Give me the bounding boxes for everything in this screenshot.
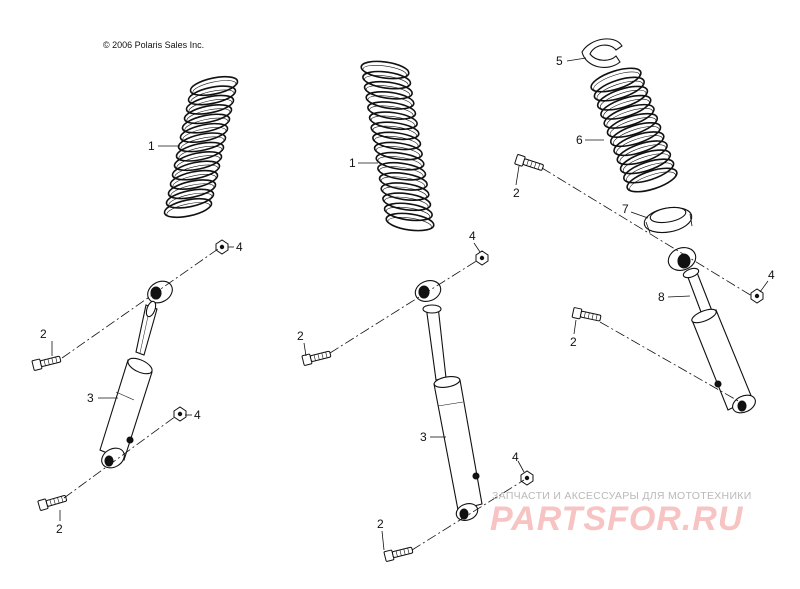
nut-mid-bottom <box>520 470 534 486</box>
nut-left-top <box>215 239 229 255</box>
callout-spring-seat: 7 <box>622 202 629 216</box>
leader-lines <box>51 57 769 551</box>
callout-labels: 1 1 2 2 2 2 2 2 3 3 4 4 4 4 4 5 6 7 8 <box>40 54 775 536</box>
bolt-mid-bottom <box>383 544 414 563</box>
callout-spring-right: 6 <box>576 133 583 147</box>
spring-seat <box>643 206 693 234</box>
callout-shock-mid: 3 <box>420 430 427 444</box>
watermark-brand: PARTSFOR.RU <box>490 500 744 538</box>
shock-left <box>99 280 173 469</box>
nut-left-bottom <box>173 406 187 422</box>
shock-mid <box>414 280 483 521</box>
retainer-clip <box>581 38 623 68</box>
shock-right <box>667 247 756 414</box>
callout-bolt-left-bottom: 2 <box>56 522 63 536</box>
callout-retainer: 5 <box>556 54 563 68</box>
centerlines <box>61 167 753 551</box>
callout-bolt-right-bottom: 2 <box>570 335 577 349</box>
bolt-right-bottom <box>571 306 602 324</box>
nut-mid-top <box>475 250 489 266</box>
callout-shock-left: 3 <box>87 391 94 405</box>
callout-bolt-mid-top: 2 <box>297 329 304 343</box>
nut-right <box>750 288 764 304</box>
callout-nut-right: 4 <box>768 268 775 282</box>
callout-bolt-mid-bottom: 2 <box>377 517 384 531</box>
callout-nut-mid-bottom: 4 <box>512 450 519 464</box>
callout-spring-mid: 1 <box>349 156 356 170</box>
bolt-left-bottom <box>37 492 68 512</box>
bolt-left-top <box>31 353 62 372</box>
spring-right <box>590 67 678 193</box>
watermark-tagline: ЗАПЧАСТИ И АКСЕССУАРЫ ДЛЯ МОТОТЕХНИКИ <box>492 490 752 502</box>
spring-mid <box>360 60 435 232</box>
bolt-right-top <box>514 153 545 173</box>
copyright-notice: © 2006 Polaris Sales Inc. <box>103 40 205 50</box>
callout-bolt-right-top: 2 <box>513 186 520 200</box>
callout-spring-left: 1 <box>148 139 155 153</box>
bolt-mid-top <box>301 348 332 367</box>
callout-nut-mid-top: 4 <box>469 229 476 243</box>
callout-nut-left-top: 4 <box>236 240 243 254</box>
spring-left <box>163 75 239 219</box>
callout-nut-left-bottom: 4 <box>194 408 201 422</box>
callout-shock-right: 8 <box>658 290 665 304</box>
callout-bolt-left-top: 2 <box>40 327 47 341</box>
